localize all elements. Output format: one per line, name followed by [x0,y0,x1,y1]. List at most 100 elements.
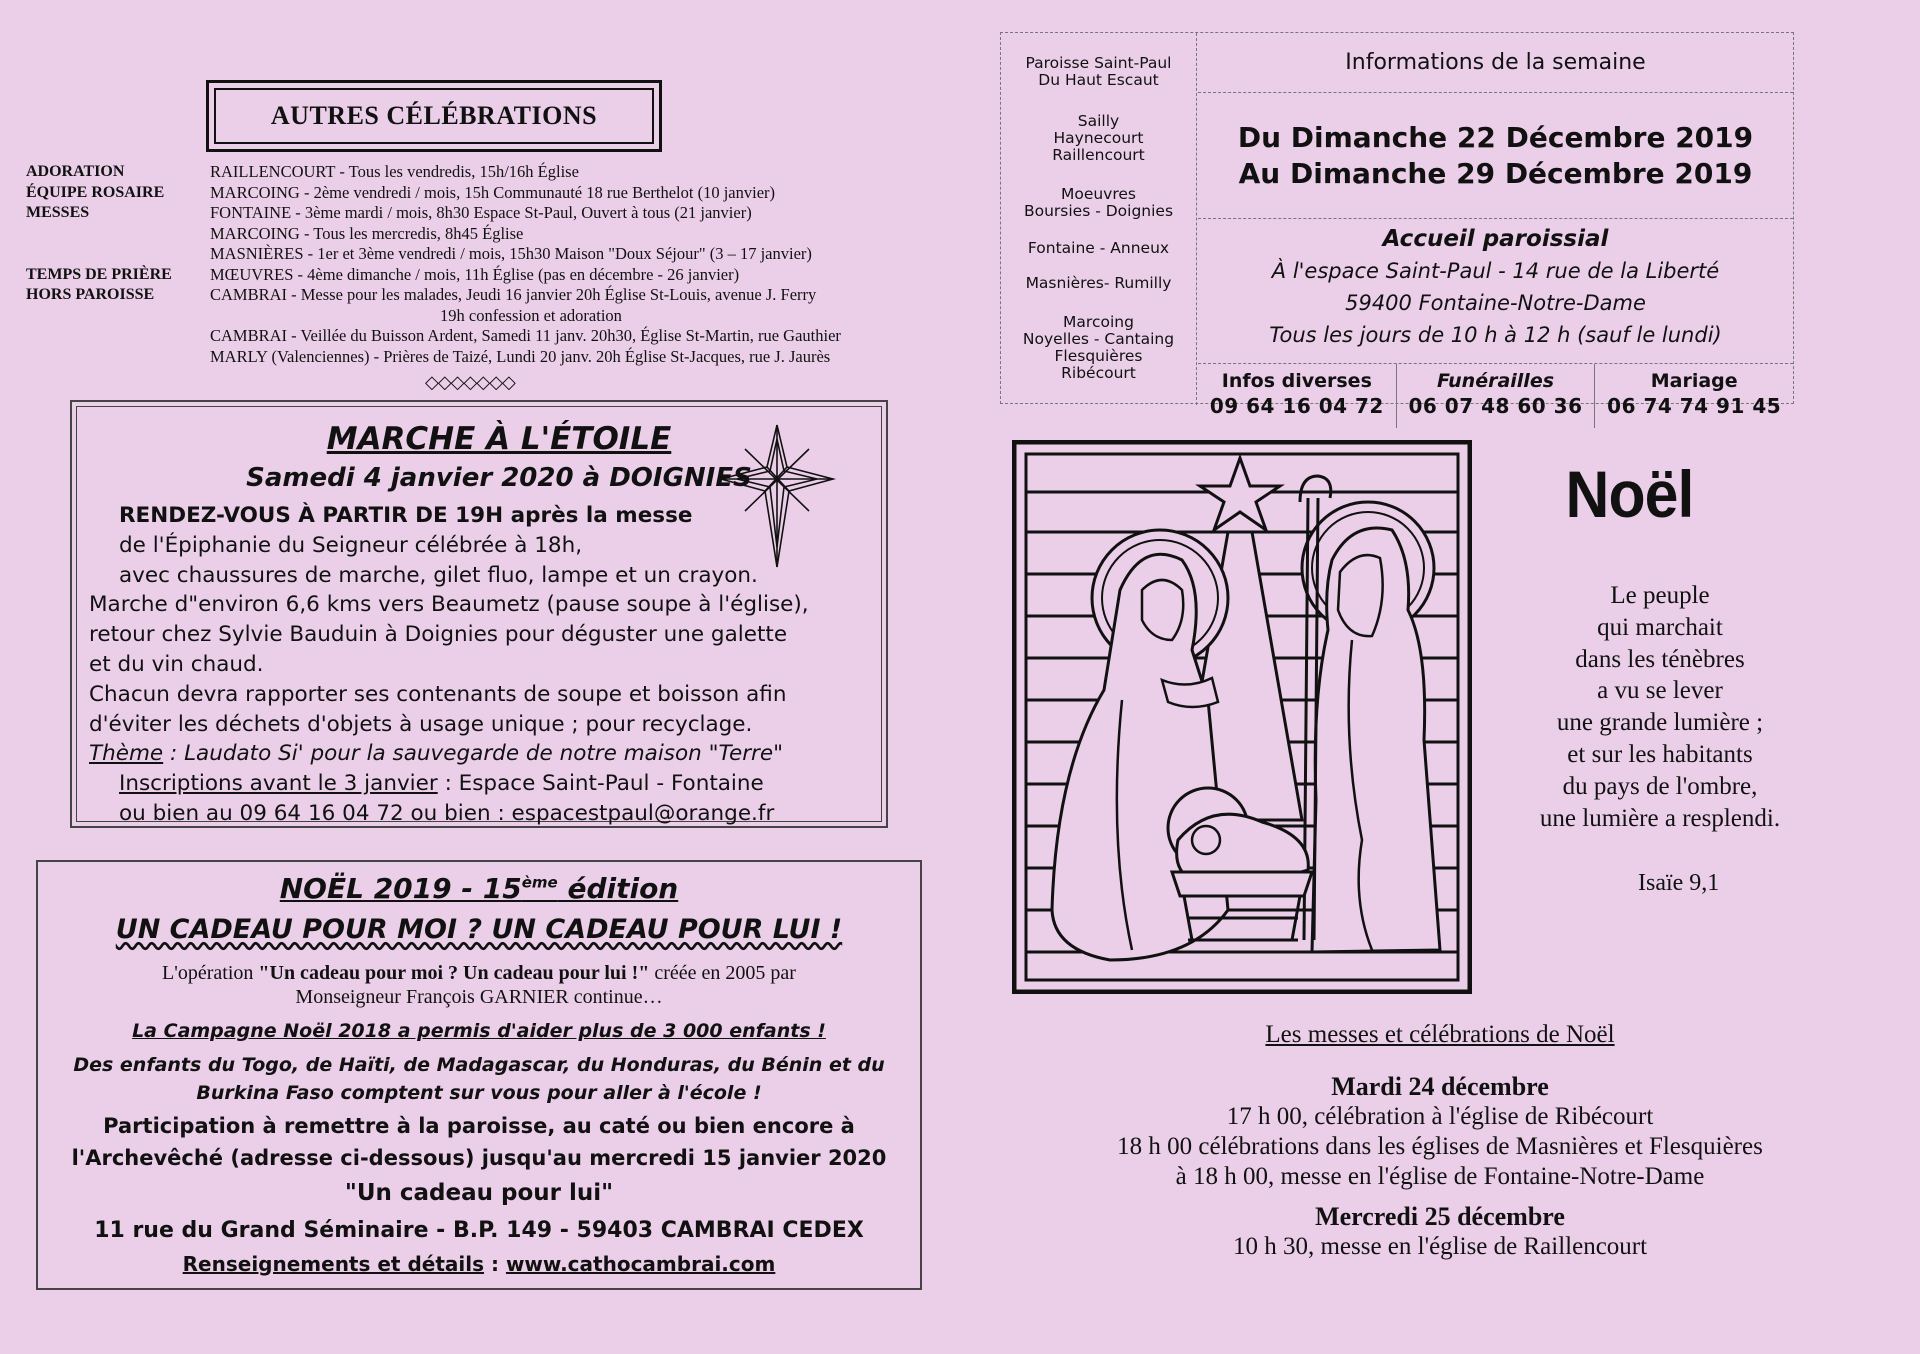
kids-line: Burkina Faso comptent sur vous pour alle… [196,1082,762,1104]
celebration-row: MARCOING - Tous les mercredis, 8h45 Égli… [26,224,926,245]
inscriptions-label: Inscriptions avant le 3 janvier [119,771,438,797]
celebration-text: MARLY (Valenciennes) - Prières de Taizé,… [210,346,831,366]
accueil-line: 59400 Fontaine-Notre-Dame [1345,291,1646,315]
week-dates: Du Dimanche 22 Décembre 2019 Au Dimanche… [1198,93,1793,219]
address-line: 11 rue du Grand Séminaire - B.P. 149 - 5… [94,1218,864,1243]
noel-2019-subtitle: UN CADEAU POUR MOI ? UN CADEAU POUR LUI … [115,914,843,945]
quote-line: du pays de l'ombre, [1562,772,1758,800]
contact-infos: Infos diverses 09 64 16 04 72 [1198,364,1397,428]
marche-line: avec chaussures de marche, gilet fluo, l… [119,562,758,588]
autres-celebrations-heading-box: AUTRES CÉLÉBRATIONS [206,80,662,152]
parish-entry: Paroisse Saint-Paul Du Haut Escaut [1025,54,1172,89]
celebration-label [26,224,210,245]
contact-label: Infos diverses [1221,370,1372,392]
celebrations-list: ADORATION RAILLENCOURT - Tous les vendre… [26,162,926,367]
operation-line-2: Monseigneur François GARNIER continue… [295,986,663,1008]
celebration-text: CAMBRAI - Veillée du Buisson Ardent, Sam… [210,326,841,345]
mass-line: 18 h 00 célébrations dans les églises de… [1117,1133,1763,1160]
contact-mariage: Mariage 06 74 74 91 45 [1595,364,1793,428]
contact-number: 09 64 16 04 72 [1209,394,1384,418]
parish-list: Paroisse Saint-Paul Du Haut Escaut Saill… [1001,33,1197,405]
noel-2019-box: NOËL 2019 - 15ème édition UN CADEAU POUR… [36,860,922,1290]
theme-text: : Laudato Si' pour la sauvegarde de notr… [163,741,783,767]
autres-celebrations-title: AUTRES CÉLÉBRATIONS [214,88,654,144]
diamond-separator: ◇◇◇◇◇◇◇ [425,372,516,392]
date-from: Du Dimanche 22 Décembre 2019 [1237,120,1754,154]
mass-day: Mardi 24 décembre [1331,1072,1549,1101]
noel-title: Noël [1565,457,1695,531]
accueil-title: Accueil paroissial [1382,226,1609,252]
marche-title: MARCHE À L'ÉTOILE [326,421,672,457]
celebration-text: MARCOING - Tous les mercredis, 8h45 Égli… [210,223,524,243]
rens-label: Renseignements et détails [182,1252,484,1276]
celebration-text: CAMBRAI - Messe pour les malades, Jeudi … [210,285,817,304]
celebration-row: CAMBRAI - Veillée du Buisson Ardent, Sam… [26,326,926,347]
celebration-text: 19h confession et adoration [440,305,622,325]
quote-line: a vu se lever [1597,677,1723,705]
parish-entry: Sailly Haynecourt Raillencourt [1052,112,1145,164]
celebration-label: TEMPS DE PRIÈRE [26,265,172,283]
parish-entry: Moeuvres Boursies - Doignies [1023,185,1174,220]
parish-entry: Masnières- Rumilly [1025,274,1172,292]
celebration-row: HORS PAROISSE CAMBRAI - Messe pour les m… [26,285,926,306]
mass-line: 17 h 00, célébration à l'église de Ribéc… [1226,1103,1654,1130]
title-end: édition [557,872,679,905]
celebration-text: MARCOING - 2ème vendredi / mois, 15h Com… [210,182,776,202]
rens-sep: : [484,1252,506,1276]
marche-line: RENDEZ-VOUS À PARTIR DE 19H après la mes… [119,503,693,528]
celebration-text: MASNIÈRES - 1er et 3ème vendredi / mois,… [210,244,812,263]
celebration-row: ADORATION RAILLENCOURT - Tous les vendre… [26,162,926,183]
mass-line: 10 h 30, messe en l'église de Raillencou… [1232,1233,1648,1260]
op-pre: L'opération [162,962,259,984]
celebration-label: ADORATION [26,163,125,180]
marche-line: retour chez Sylvie Bauduin à Doignies po… [89,622,788,648]
op-name: "Un cadeau pour moi ? Un cadeau pour lui… [258,962,650,984]
celebration-label: ÉQUIPE ROSAIRE [26,183,165,201]
marche-theme: Thème : Laudato Si' pour la sauvegarde d… [89,739,879,769]
contact-funerailles: Funérailles 06 07 48 60 36 [1397,364,1596,428]
op-post: créée en 2005 par [649,962,796,984]
date-to: Au Dimanche 29 Décembre 2019 [1238,156,1753,190]
marche-line: Chacun devra rapporter ses contenants de… [89,681,787,707]
marche-inscriptions: Inscriptions avant le 3 janvier : Espace… [89,769,879,799]
celebration-label: MESSES [26,204,90,221]
mass-day: Mercredi 25 décembre [1315,1202,1565,1231]
celebration-label: HORS PAROISSE [26,286,155,303]
star-icon [717,424,837,568]
celebration-row: ÉQUIPE ROSAIRE MARCOING - 2ème vendredi … [26,183,926,204]
celebration-text: FONTAINE - 3ème mardi / mois, 8h30 Espac… [210,203,752,222]
quote-line: qui marchait [1597,613,1723,641]
kids-line: Des enfants du Togo, de Haïti, de Madaga… [73,1054,885,1076]
participation-line: l'Archevêché (adresse ci-dessous) jusqu'… [71,1146,887,1170]
cadeau-line: "Un cadeau pour lui" [344,1180,614,1206]
accueil-line: Tous les jours de 10 h à 12 h (sauf le l… [1269,323,1722,347]
renseignements-line: Renseignements et détails : www.cathocam… [38,1252,920,1276]
marche-date: Samedi 4 janvier 2020 à DOIGNIES [246,463,752,493]
marche-contact-line: ou bien au 09 64 16 04 72 ou bien : espa… [119,800,775,826]
theme-label: Thème [89,741,164,767]
celebration-text: RAILLENCOURT - Tous les vendredis, 15h/1… [210,162,579,181]
website-link[interactable]: www.cathocambrai.com [505,1252,776,1276]
quote-line: Le peuple [1610,582,1710,609]
marche-body: RENDEZ-VOUS À PARTIR DE 19H après la mes… [89,501,879,829]
parish-entry: Marcoing Noyelles - Cantaing Flesquières… [1022,313,1175,382]
contact-number: 06 07 48 60 36 [1408,394,1583,418]
title-sup: ème [521,873,558,892]
parish-entry: Fontaine - Anneux [1027,239,1170,257]
operation-line: L'opération "Un cadeau pour moi ? Un cad… [38,962,920,985]
noel-2019-title: NOËL 2019 - 15ème édition [38,872,920,905]
contact-label: Funérailles [1436,370,1555,392]
celebration-row: MESSES FONTAINE - 3ème mardi / mois, 8h3… [26,203,926,224]
marche-line: d'éviter les déchets d'objets à usage un… [89,711,753,737]
celebration-row: MASNIÈRES - 1er et 3ème vendredi / mois,… [26,244,926,265]
marche-line: de l'Épiphanie du Seigneur célébrée à 18… [119,532,583,558]
accueil-line: À l'espace Saint-Paul - 14 rue de la Lib… [1271,259,1720,283]
quote-line: une grande lumière ; [1556,709,1764,737]
mass-line: à 18 h 00, messe en l'église de Fontaine… [1175,1163,1705,1190]
celebration-label [26,244,210,265]
contact-number: 06 74 74 91 45 [1607,394,1782,418]
contact-label: Mariage [1650,370,1738,392]
quote-reference: Isaïe 9,1 [1638,870,1720,896]
celebration-row: MARLY (Valenciennes) - Prières de Taizé,… [26,347,926,368]
inscriptions-text: : Espace Saint-Paul - Fontaine [437,771,764,797]
